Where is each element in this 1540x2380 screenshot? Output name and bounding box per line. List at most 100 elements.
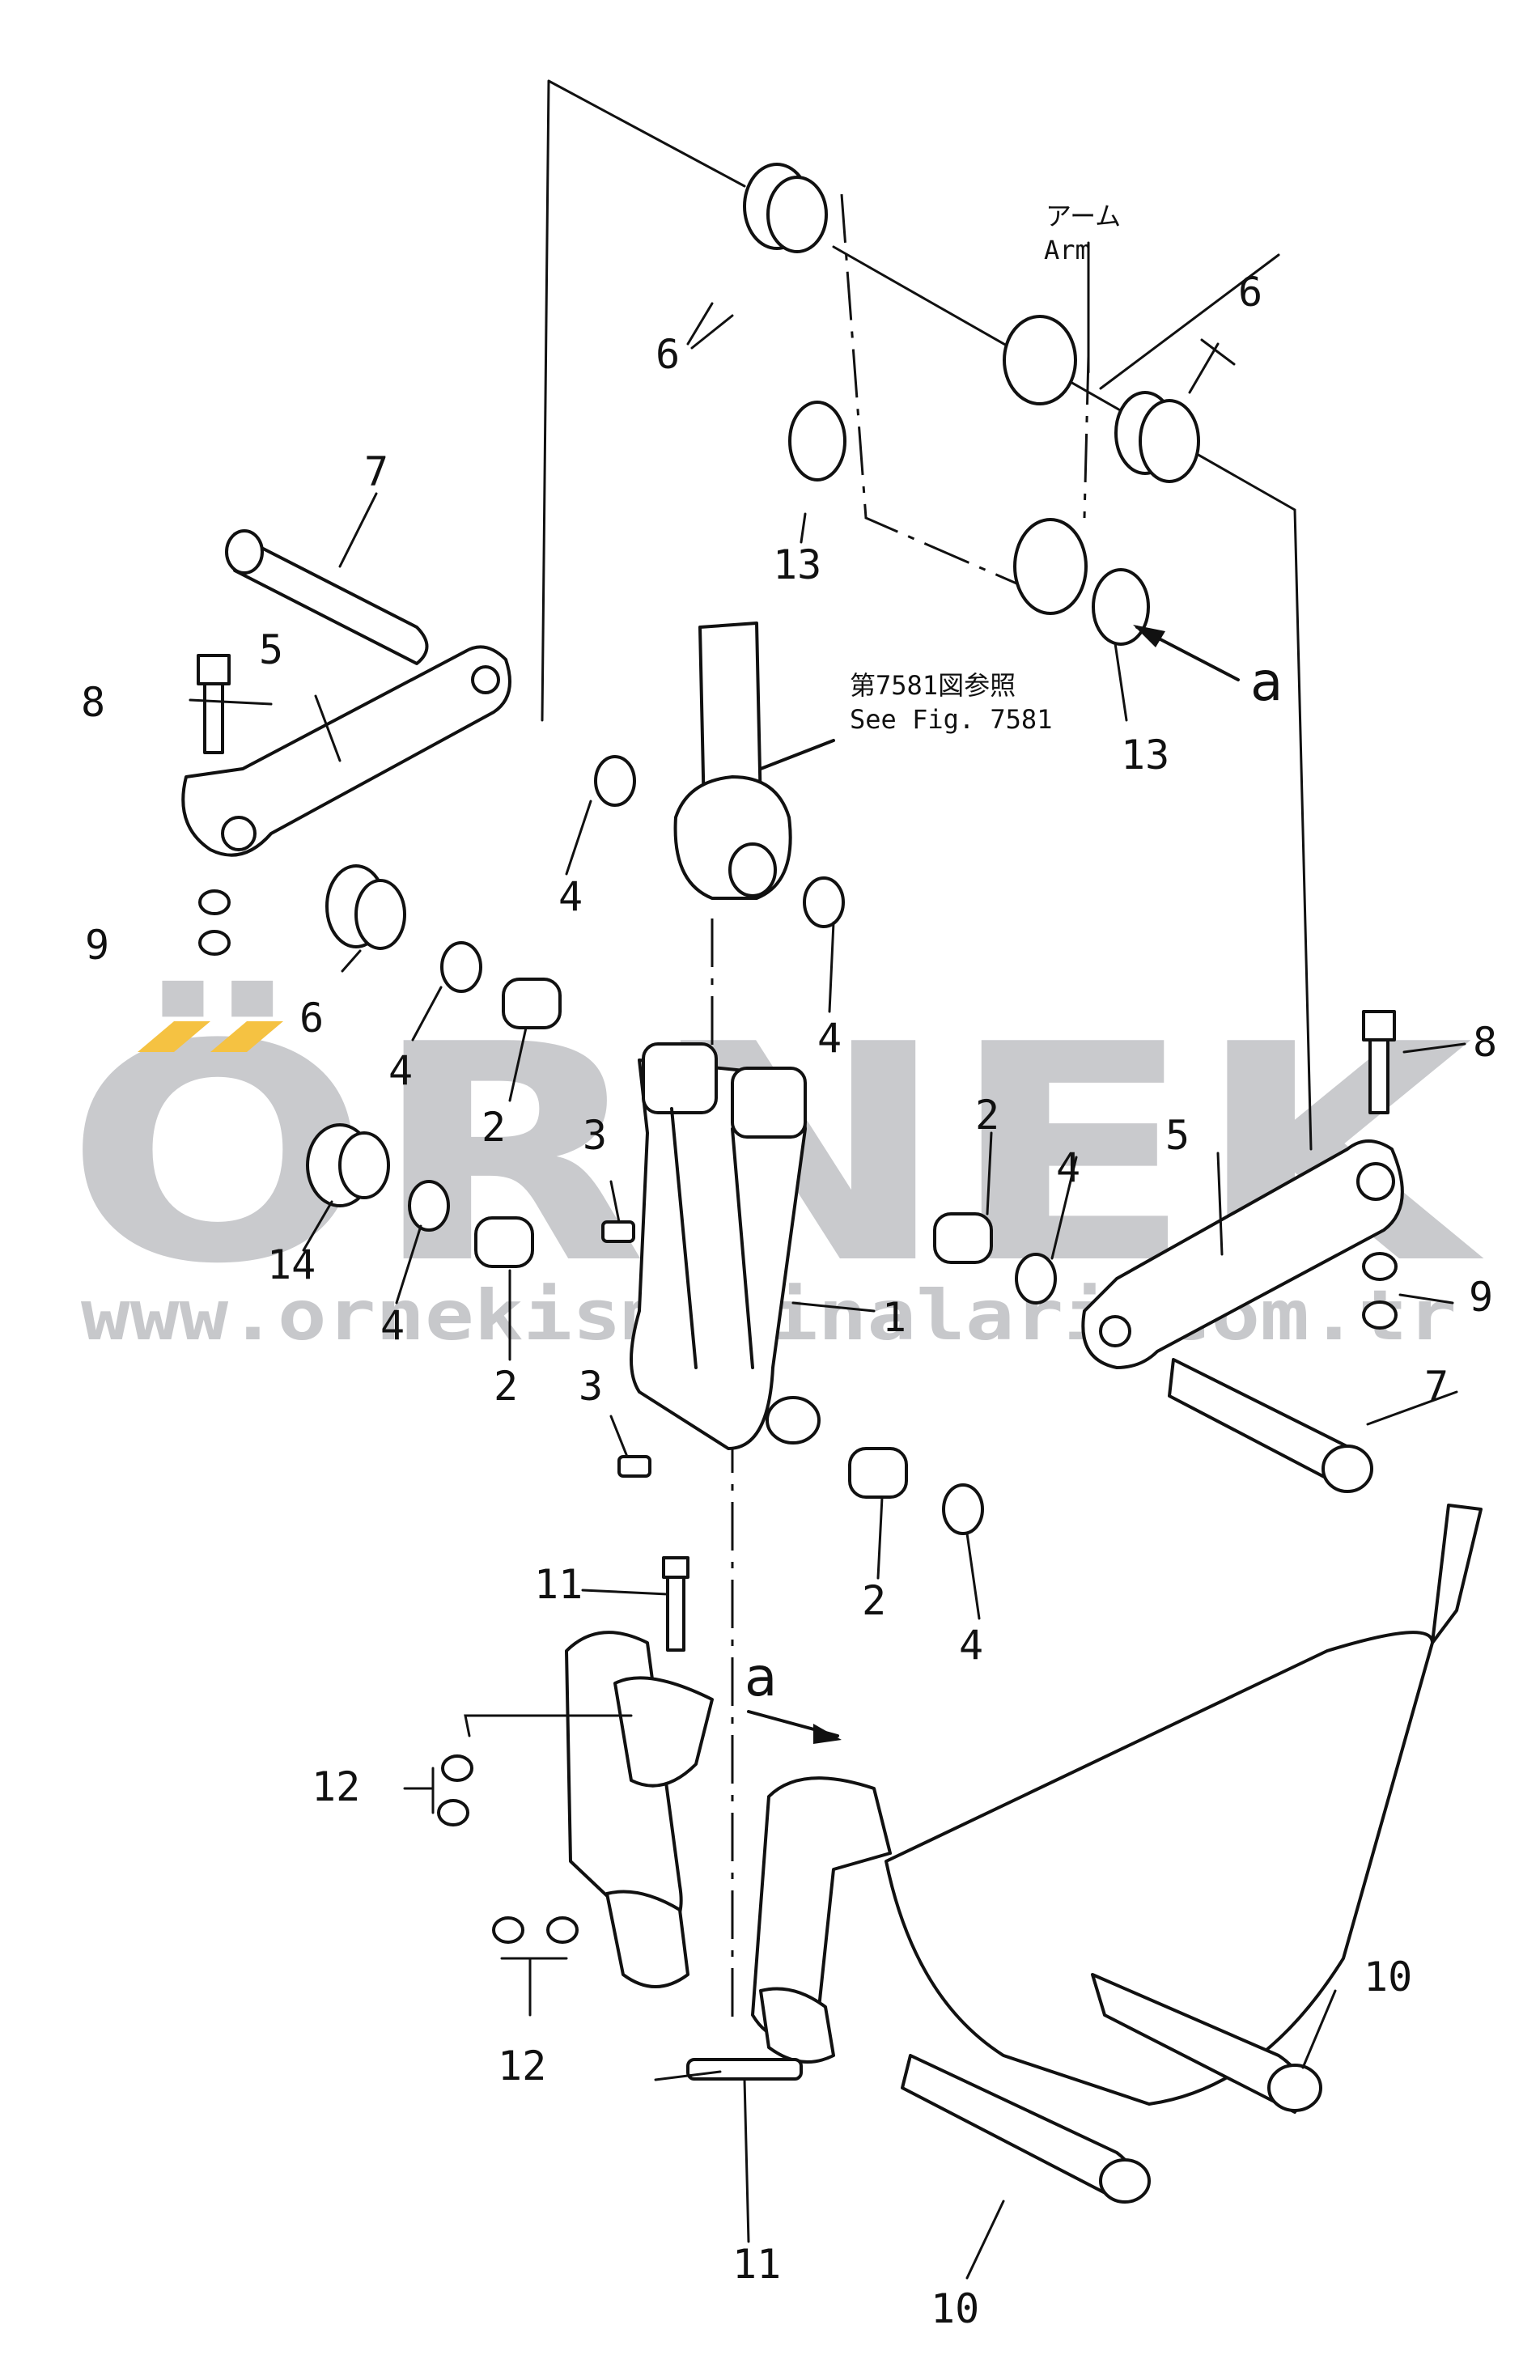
link-5-right-hole-a [1099, 1315, 1131, 1347]
callout-4: 4 [380, 1302, 405, 1349]
callout-12: 12 [312, 1763, 360, 1810]
callout-6: 6 [655, 331, 680, 378]
nut-9-left-b [198, 930, 231, 956]
bucket-boss-lower-left [605, 1890, 689, 1988]
view-marker-a-top: a [1250, 651, 1283, 713]
watermark-accent-right [210, 1021, 283, 1052]
callouts: 6 6 6 13 13 7 7 5 5 8 8 9 9 4 4 4 4 4 4 … [81, 269, 1497, 2332]
cylinder-rod [673, 622, 835, 900]
nut-9-right-b [1362, 1300, 1398, 1330]
link-1-lower-hole [766, 1396, 821, 1445]
shim-6-left-b [354, 879, 406, 950]
arm-boss-lower [1013, 518, 1088, 615]
bolt-8-right-shank [1368, 1038, 1389, 1114]
view-marker-a-bottom: a [745, 1646, 777, 1708]
o-ring-13-right [1092, 568, 1150, 646]
watermark-accent-left [138, 1021, 210, 1052]
callout-4: 4 [558, 873, 583, 920]
bushing-2-right-a [933, 1212, 993, 1264]
callout-2: 2 [975, 1092, 999, 1139]
seal-4-left-b [408, 1180, 450, 1232]
callout-14: 14 [267, 1241, 316, 1288]
bucket-pins [437, 1556, 1322, 2204]
callout-9: 9 [85, 922, 109, 969]
callout-3: 3 [579, 1363, 603, 1410]
callout-2: 2 [482, 1104, 506, 1151]
callout-11: 11 [732, 2241, 781, 2288]
pin-10-lower-end [1099, 2158, 1151, 2204]
link-5-left-hole-b [471, 665, 500, 694]
bucket-boss-lower-right [759, 1987, 835, 2064]
left-bushings [306, 755, 845, 1268]
callout-1: 1 [882, 1294, 906, 1341]
see-fig-leader [759, 739, 835, 770]
callout-12: 12 [498, 2043, 546, 2089]
arm-label-jp: アーム [1046, 201, 1121, 231]
callout-5: 5 [259, 626, 283, 673]
callout-6: 6 [299, 995, 324, 1042]
callout-4: 4 [388, 1047, 413, 1094]
center-link-1 [630, 1042, 821, 1450]
shim-6-top-left-b [766, 176, 828, 253]
callout-3: 3 [583, 1112, 607, 1159]
callout-4: 4 [1056, 1144, 1080, 1191]
callout-2: 2 [494, 1363, 518, 1410]
callout-9: 9 [1469, 1274, 1493, 1321]
cylinder-rod-eye-hole [728, 842, 777, 897]
callout-10: 10 [1364, 1954, 1412, 2000]
annotations: アーム Arm 第7581図参照 See Fig. 7581 a a [745, 201, 1283, 1708]
bushing-2-left-b [474, 1216, 534, 1268]
bolt-8-left-shank [203, 682, 224, 754]
bolt-11-lower [686, 2058, 803, 2081]
pin-7-right-end [1322, 1445, 1373, 1493]
pin-10-upper-end [1267, 2064, 1322, 2112]
nut-12-upper-b [437, 1799, 469, 1826]
nut-9-right-a [1362, 1252, 1398, 1281]
callout-10: 10 [931, 2285, 979, 2332]
callout-6: 6 [1238, 269, 1262, 316]
callout-5: 5 [1165, 1112, 1190, 1159]
callout-4: 4 [817, 1015, 842, 1062]
callout-11: 11 [534, 1561, 583, 1608]
o-ring-13-left [788, 401, 846, 482]
grease-fitting-3-a [601, 1220, 635, 1243]
bushing-2-right-b [848, 1447, 908, 1499]
bolt-8-right-head [1362, 1010, 1396, 1042]
callout-7: 7 [364, 448, 388, 495]
bolt-11-upper-head [662, 1556, 689, 1579]
link-1-boss-right [731, 1067, 807, 1139]
center-lines [541, 79, 1313, 2023]
pin-7-left-end [225, 529, 264, 575]
arm-assembly [743, 163, 1240, 681]
see-fig-label-en: See Fig. 7581 [850, 704, 1052, 735]
left-link-assembly [181, 529, 511, 956]
link-1-boss-left [642, 1042, 718, 1114]
shim-14-b [338, 1131, 390, 1199]
arm-boss-upper [1003, 315, 1077, 405]
callout-13: 13 [1121, 732, 1169, 778]
link-5-left [181, 645, 511, 857]
right-link-assembly [1081, 1010, 1404, 1493]
nut-12-upper-a [441, 1754, 473, 1782]
callout-13: 13 [773, 541, 821, 588]
pin-7-left [233, 532, 429, 665]
see-fig-label-jp: 第7581図参照 [850, 670, 1016, 701]
callout-8: 8 [1473, 1019, 1497, 1066]
arm-label-en: Arm [1044, 235, 1091, 265]
leader-lines [189, 302, 1466, 2280]
bucket-tooth [1431, 1504, 1483, 1644]
arrow-a-top-head [1133, 625, 1165, 647]
bucket [565, 1504, 1483, 2106]
bucket-boss-upper-left [613, 1676, 714, 1788]
right-bushings [848, 1212, 1057, 1535]
callout-7: 7 [1424, 1363, 1449, 1410]
nut-12-lower-b [546, 1916, 579, 1944]
bolt-8-left-head [197, 654, 231, 685]
seal-4-upper-left [594, 755, 636, 807]
seal-4-right-a [1015, 1253, 1057, 1305]
bolt-11-upper-shank [666, 1576, 685, 1652]
seal-4-upper-right [803, 876, 845, 928]
nut-12-lower-a [492, 1916, 524, 1944]
link-5-right-hole-b [1356, 1162, 1395, 1201]
